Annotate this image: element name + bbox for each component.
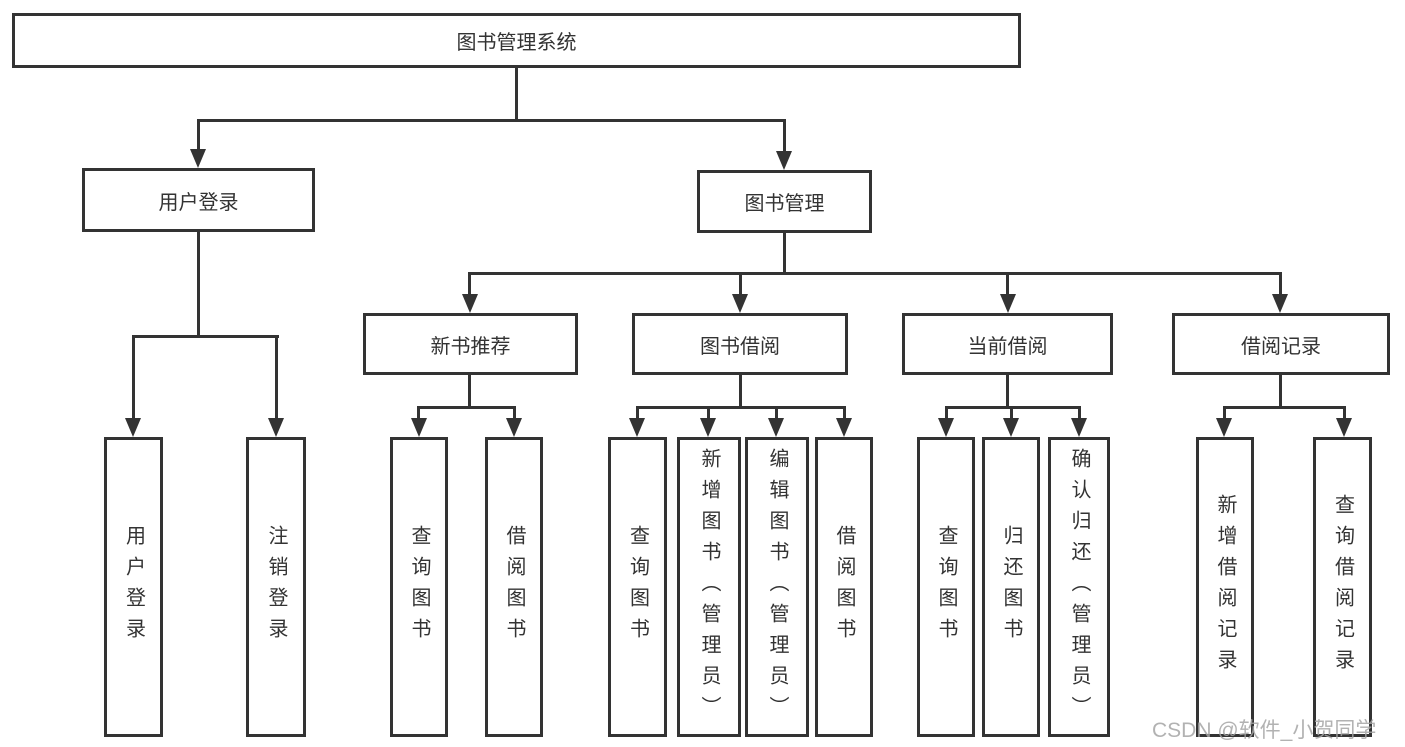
node-label: 查询图书 [935, 525, 957, 649]
arrowhead-down [1003, 418, 1019, 437]
arrowhead-down [938, 418, 954, 437]
arrowhead-down [125, 418, 141, 437]
arrowhead-down [776, 151, 792, 170]
arrowhead-down [1336, 418, 1352, 437]
connector-hline [636, 406, 846, 409]
connector-vline [775, 406, 778, 423]
connector-vline [515, 68, 518, 122]
csdn-watermark: CSDN @软件_小贺同学 [1152, 719, 1377, 742]
node-label: 新增图书（管理员） [698, 447, 720, 727]
node-label: 查询图书 [408, 525, 430, 649]
arrowhead-down [768, 418, 784, 437]
connector-hline [132, 335, 279, 338]
leaf-bb-add-books-admin: 新增图书（管理员） [677, 437, 741, 737]
connector-vline [843, 406, 846, 423]
node-label: 借阅记录 [1241, 335, 1321, 358]
arrowhead-down [462, 294, 478, 313]
arrowhead-down [1272, 294, 1288, 313]
leaf-br-add-record: 新增借阅记录 [1196, 437, 1254, 737]
node-book-management: 图书管理 [697, 170, 872, 233]
connector-vline [468, 272, 471, 298]
connector-vline [739, 272, 742, 298]
connector-vline [1223, 406, 1226, 423]
node-book-borrowing: 图书借阅 [632, 313, 848, 375]
leaf-cb-confirm-return-admin: 确认归还（管理员） [1048, 437, 1110, 737]
node-new-book-recommend: 新书推荐 [363, 313, 578, 375]
connector-vline [197, 119, 200, 152]
leaf-br-query-record: 查询借阅记录 [1313, 437, 1372, 737]
node-label: 注销登录 [265, 525, 287, 649]
leaf-bb-borrow-books: 借阅图书 [815, 437, 873, 737]
node-borrowing-records: 借阅记录 [1172, 313, 1390, 375]
node-label: 图书管理 [744, 193, 825, 215]
connector-vline [513, 406, 516, 423]
connector-vline [132, 335, 135, 423]
node-label: 借阅图书 [833, 525, 855, 649]
node-library-system: 图书管理系统 [12, 13, 1021, 68]
connector-hline [468, 272, 1282, 275]
leaf-nb-query-books: 查询图书 [390, 437, 448, 737]
connector-vline [417, 406, 420, 423]
node-label: 图书管理系统 [456, 32, 577, 54]
leaf-bb-query-books: 查询图书 [608, 437, 667, 737]
arrowhead-down [836, 418, 852, 437]
arrowhead-down [411, 418, 427, 437]
leaf-user-login: 用户登录 [104, 437, 163, 737]
node-label: 确认归还（管理员） [1068, 447, 1090, 727]
connector-vline [1343, 406, 1346, 423]
node-label: 用户登录 [122, 525, 145, 649]
connector-hline [945, 406, 1081, 409]
connector-hline [417, 406, 516, 409]
node-label: 新增借阅记录 [1214, 494, 1236, 680]
connector-vline [197, 232, 200, 338]
leaf-nb-borrow-books: 借阅图书 [485, 437, 543, 737]
connector-vline [739, 375, 742, 409]
node-label: 查询借阅记录 [1331, 494, 1354, 680]
connector-vline [636, 406, 639, 423]
node-label: 当前借阅 [967, 335, 1048, 358]
arrowhead-down [268, 418, 284, 437]
node-label: 新书推荐 [430, 335, 511, 358]
arrowhead-down [1000, 294, 1016, 313]
arrowhead-down [700, 418, 716, 437]
node-label: 查询图书 [626, 525, 649, 649]
connector-hline [1223, 406, 1345, 409]
node-label: 借阅图书 [503, 525, 525, 649]
node-label: 图书借阅 [700, 335, 780, 358]
connector-vline [468, 375, 471, 409]
arrowhead-down [190, 149, 206, 168]
connector-vline [275, 335, 278, 423]
connector-vline [945, 406, 948, 423]
connector-vline [1279, 375, 1282, 409]
connector-vline [1078, 406, 1081, 423]
connector-vline [783, 119, 786, 154]
connector-vline [1010, 406, 1013, 423]
leaf-cb-return-books: 归还图书 [982, 437, 1040, 737]
arrowhead-down [1216, 418, 1232, 437]
arrowhead-down [506, 418, 522, 437]
connector-vline [1006, 375, 1009, 409]
connector-vline [783, 233, 786, 275]
arrowhead-down [629, 418, 645, 437]
arrowhead-down [1071, 418, 1087, 437]
connector-vline [1006, 272, 1009, 298]
leaf-bb-edit-books-admin: 编辑图书（管理员） [745, 437, 809, 737]
arrowhead-down [732, 294, 748, 313]
node-label: 编辑图书（管理员） [766, 447, 788, 727]
node-user-login: 用户登录 [82, 168, 315, 232]
leaf-logout: 注销登录 [246, 437, 306, 737]
connector-vline [1279, 272, 1282, 298]
node-current-borrowing: 当前借阅 [902, 313, 1113, 375]
connector-vline [707, 406, 710, 423]
connector-hline [197, 119, 786, 122]
node-label: 归还图书 [1000, 525, 1022, 649]
node-label: 用户登录 [158, 191, 239, 214]
leaf-cb-query-books: 查询图书 [917, 437, 975, 737]
